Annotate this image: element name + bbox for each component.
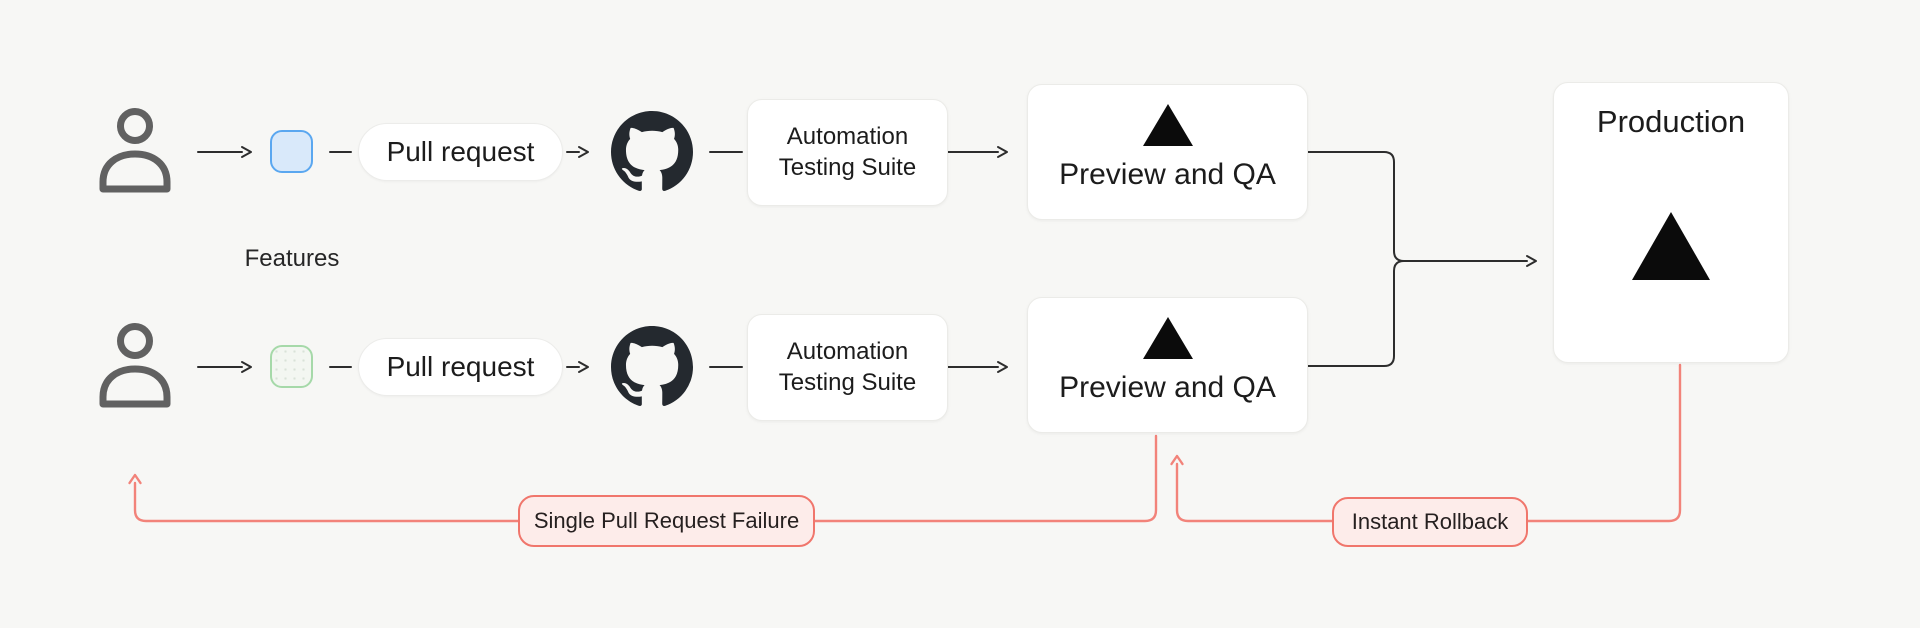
pull-request-pill: Pull request: [358, 123, 563, 181]
merge-connector-top: [1307, 151, 1405, 262]
feature-commit-square-blue: [270, 130, 313, 173]
preview-qa-node: Preview and QA: [1027, 297, 1308, 433]
preview-qa-label: Preview and QA: [1059, 371, 1276, 404]
failure-label-text: Single Pull Request Failure: [533, 508, 800, 533]
github-icon: [611, 111, 693, 198]
github-icon: [611, 326, 693, 413]
automation-line1: Automation: [786, 337, 909, 365]
developer-icon: [98, 105, 172, 198]
developer-icon: [98, 320, 172, 413]
rollback-label-text: Instant Rollback: [1351, 509, 1509, 534]
instant-rollback-label: Instant Rollback: [1332, 497, 1528, 547]
vercel-triangle-icon: [1632, 212, 1710, 285]
pull-request-pill: Pull request: [358, 338, 563, 396]
features-label: Features: [244, 245, 340, 272]
pull-request-label: Pull request: [386, 351, 535, 382]
merge-connector-bottom: [1307, 260, 1405, 367]
production-label: Production: [1596, 104, 1746, 139]
pull-request-label: Pull request: [386, 136, 535, 167]
automation-testing-suite-node: Automation Testing Suite: [747, 314, 948, 421]
automation-testing-suite-node: Automation Testing Suite: [747, 99, 948, 206]
automation-line2: Testing Suite: [778, 153, 917, 181]
vercel-triangle-icon: [1142, 104, 1193, 151]
automation-line2: Testing Suite: [778, 368, 917, 396]
automation-line1: Automation: [786, 122, 909, 150]
vercel-triangle-icon: [1142, 317, 1193, 364]
preview-qa-label: Preview and QA: [1059, 158, 1276, 191]
feature-commit-square-green: [270, 345, 313, 388]
preview-qa-node: Preview and QA: [1027, 84, 1308, 220]
single-pull-request-failure-label: Single Pull Request Failure: [518, 495, 815, 547]
production-node: Production: [1553, 82, 1789, 363]
